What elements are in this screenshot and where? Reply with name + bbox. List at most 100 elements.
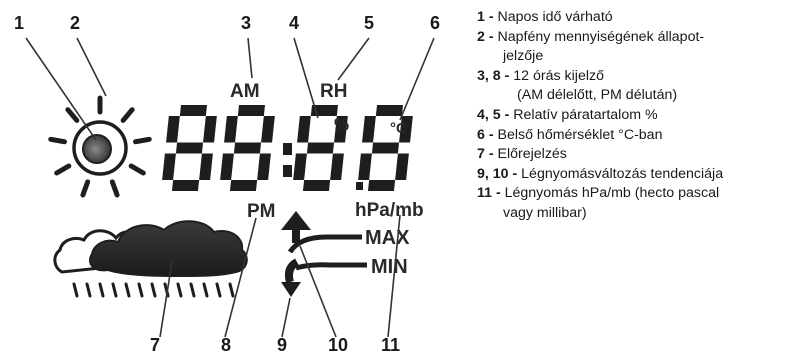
legend-line: 4, 5 - Relatív páratartalom % bbox=[477, 106, 795, 126]
leader-line-8 bbox=[224, 217, 257, 338]
segment-gap bbox=[235, 157, 256, 176]
legend-text: Légnyomásváltozás tendenciája bbox=[521, 165, 724, 182]
callout-5: 5 bbox=[364, 13, 374, 33]
segment bbox=[233, 142, 262, 154]
sun-ray bbox=[120, 107, 135, 123]
legend-line: vagy millibar) bbox=[477, 204, 795, 224]
legend-key: 7 - bbox=[477, 146, 498, 163]
lcd-digit bbox=[358, 105, 413, 191]
sun-ray bbox=[48, 136, 68, 145]
legend-line: 1 - Napos idő várható bbox=[477, 8, 795, 28]
legend-text: Légnyomás hPa/mb (hecto pascal bbox=[504, 185, 720, 202]
segment bbox=[310, 105, 338, 116]
segment bbox=[179, 105, 207, 116]
rh-indicator: RH bbox=[320, 81, 347, 102]
leader-line-4 bbox=[293, 37, 319, 119]
segment-gap bbox=[181, 120, 202, 139]
sun-ray bbox=[109, 179, 120, 198]
rain-streak bbox=[72, 282, 79, 298]
rain-streak bbox=[137, 282, 144, 298]
rain-streak bbox=[98, 282, 105, 298]
legend-line: 9, 10 - Légnyomásváltozás tendenciája bbox=[477, 165, 795, 185]
lcd-digit bbox=[293, 105, 348, 191]
rain-streak bbox=[215, 282, 222, 298]
segment bbox=[166, 116, 180, 143]
legend-text: Napos idő várható bbox=[497, 9, 613, 25]
segment bbox=[330, 153, 344, 180]
leader-line-1 bbox=[25, 37, 97, 141]
legend-line: jelzője bbox=[477, 47, 795, 67]
segment bbox=[306, 142, 335, 154]
callout-1: 1 bbox=[14, 13, 24, 33]
leader-line-10 bbox=[299, 245, 337, 338]
segment-gap bbox=[177, 157, 198, 176]
sun-ray bbox=[54, 163, 72, 176]
rain-streak bbox=[176, 282, 183, 298]
sun-ray bbox=[65, 107, 80, 123]
callout-9: 9 bbox=[277, 335, 287, 355]
segment-gap bbox=[308, 157, 329, 176]
segment bbox=[237, 105, 265, 116]
segment bbox=[399, 116, 413, 143]
callout-4: 4 bbox=[289, 13, 299, 33]
rain-streak bbox=[228, 282, 235, 298]
leader-line-11 bbox=[387, 214, 401, 338]
legend-key: 9, 10 - bbox=[477, 165, 522, 182]
segment bbox=[293, 153, 307, 180]
legend-line: (AM délelőtt, PM délután) bbox=[477, 86, 795, 106]
legend-text: 12 órás kijelző bbox=[513, 67, 604, 84]
legend-text: Belső hőmérséklet °C-ban bbox=[497, 126, 663, 143]
segment bbox=[358, 153, 372, 180]
cloud-rain-icon bbox=[53, 220, 248, 298]
rain-streak bbox=[189, 282, 196, 298]
humidity-percent: % bbox=[334, 115, 349, 134]
segment bbox=[367, 180, 396, 191]
rain-streak bbox=[111, 282, 118, 298]
callout-11: 11 bbox=[381, 335, 400, 355]
decimal-point bbox=[356, 182, 363, 190]
lcd-colon bbox=[283, 143, 292, 177]
segment bbox=[297, 116, 311, 143]
segment bbox=[302, 180, 331, 191]
am-indicator: AM bbox=[230, 81, 260, 102]
sun-ray bbox=[128, 163, 146, 176]
leader-line-3 bbox=[247, 37, 253, 79]
rain-streak bbox=[124, 282, 131, 298]
segment bbox=[257, 153, 271, 180]
segment bbox=[229, 180, 258, 191]
segment bbox=[362, 116, 376, 143]
leader-line-9 bbox=[281, 297, 291, 338]
legend-line: 6 - Belső hőmérséklet °C-ban bbox=[477, 126, 795, 146]
segment bbox=[203, 116, 217, 143]
legend-line: 2 - Napfény mennyiségének állapot- bbox=[477, 28, 795, 48]
segment bbox=[162, 153, 176, 180]
legend-line: 7 - Előrejelzés bbox=[477, 145, 795, 165]
segment bbox=[220, 153, 234, 180]
callout-7: 7 bbox=[150, 335, 160, 355]
legend-text: (AM délelőtt, PM délután) bbox=[517, 87, 678, 104]
leader-line-6 bbox=[399, 37, 435, 121]
legend-text: Előrejelzés bbox=[497, 146, 567, 163]
lcd-digit bbox=[220, 105, 275, 191]
segment-gap bbox=[377, 120, 398, 139]
legend-text: jelzője bbox=[503, 48, 544, 65]
segment bbox=[334, 116, 348, 143]
celsius-unit: °C bbox=[390, 120, 407, 137]
lcd-digit bbox=[162, 105, 217, 191]
legend-key: 4, 5 - bbox=[477, 106, 514, 123]
segment bbox=[224, 116, 238, 143]
segment bbox=[199, 153, 213, 180]
leader-line-5 bbox=[337, 37, 370, 81]
rain-streak bbox=[150, 282, 157, 298]
sun-ray bbox=[132, 136, 152, 145]
min-indicator: MIN bbox=[371, 256, 408, 278]
legend-key: 3, 8 - bbox=[477, 67, 514, 84]
legend-text: vagy millibar) bbox=[503, 204, 587, 221]
leader-line-7 bbox=[159, 261, 173, 338]
callout-10: 10 bbox=[328, 335, 348, 355]
callout-6: 6 bbox=[430, 13, 440, 33]
segment-gap bbox=[239, 120, 260, 139]
pm-indicator: PM bbox=[247, 201, 276, 222]
leader-line-2 bbox=[76, 37, 107, 97]
